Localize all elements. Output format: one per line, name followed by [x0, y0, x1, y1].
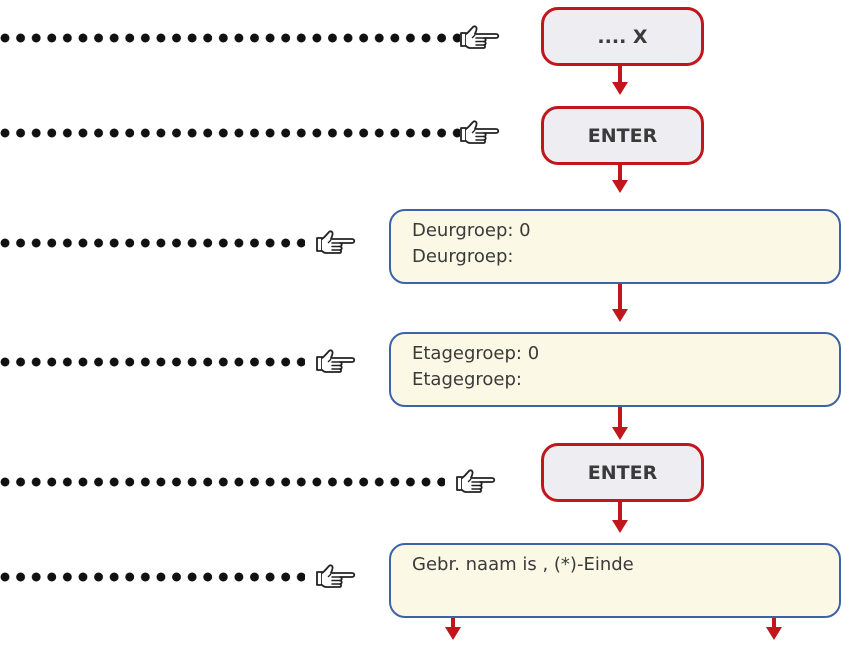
pointing-hand-icon: [314, 229, 358, 257]
key-label: ENTER: [587, 461, 658, 484]
key-enter[interactable]: ENTER: [541, 443, 704, 502]
key-x[interactable]: .... X: [541, 7, 704, 66]
display-line: Etagegroep: 0: [412, 343, 540, 364]
pointing-hand-icon: [314, 348, 358, 376]
display-line: Deurgroep:: [412, 246, 514, 267]
key-label: ENTER: [587, 124, 658, 147]
display-screen: Etagegroep: 0 Etagegroep:: [389, 332, 841, 407]
display-screen: Gebr. naam is , (*)-Einde: [389, 543, 841, 618]
key-enter[interactable]: ENTER: [541, 106, 704, 165]
flow-arrow: [612, 407, 628, 440]
display-line: Etagegroep:: [412, 369, 522, 390]
flow-arrow: [612, 284, 628, 322]
key-label: .... X: [597, 25, 648, 48]
dotted-leader: [0, 477, 445, 487]
flow-arrow: [612, 165, 628, 193]
pointing-hand-icon: [314, 563, 358, 591]
flow-arrow: [612, 66, 628, 95]
flow-arrow-left: [445, 618, 461, 640]
pointing-hand-icon: [458, 24, 502, 52]
flow-arrow: [612, 502, 628, 533]
display-line: Deurgroep: 0: [412, 220, 531, 241]
pointing-hand-icon: [454, 468, 498, 496]
flow-arrow-right: [766, 618, 782, 640]
dotted-leader: [0, 357, 305, 367]
display-screen: Deurgroep: 0 Deurgroep:: [389, 209, 841, 284]
pointing-hand-icon: [458, 119, 502, 147]
dotted-leader: [0, 238, 305, 248]
dotted-leader: [0, 33, 460, 43]
dotted-leader: [0, 128, 460, 138]
display-line: Gebr. naam is , (*)-Einde: [412, 554, 634, 575]
dotted-leader: [0, 572, 305, 582]
